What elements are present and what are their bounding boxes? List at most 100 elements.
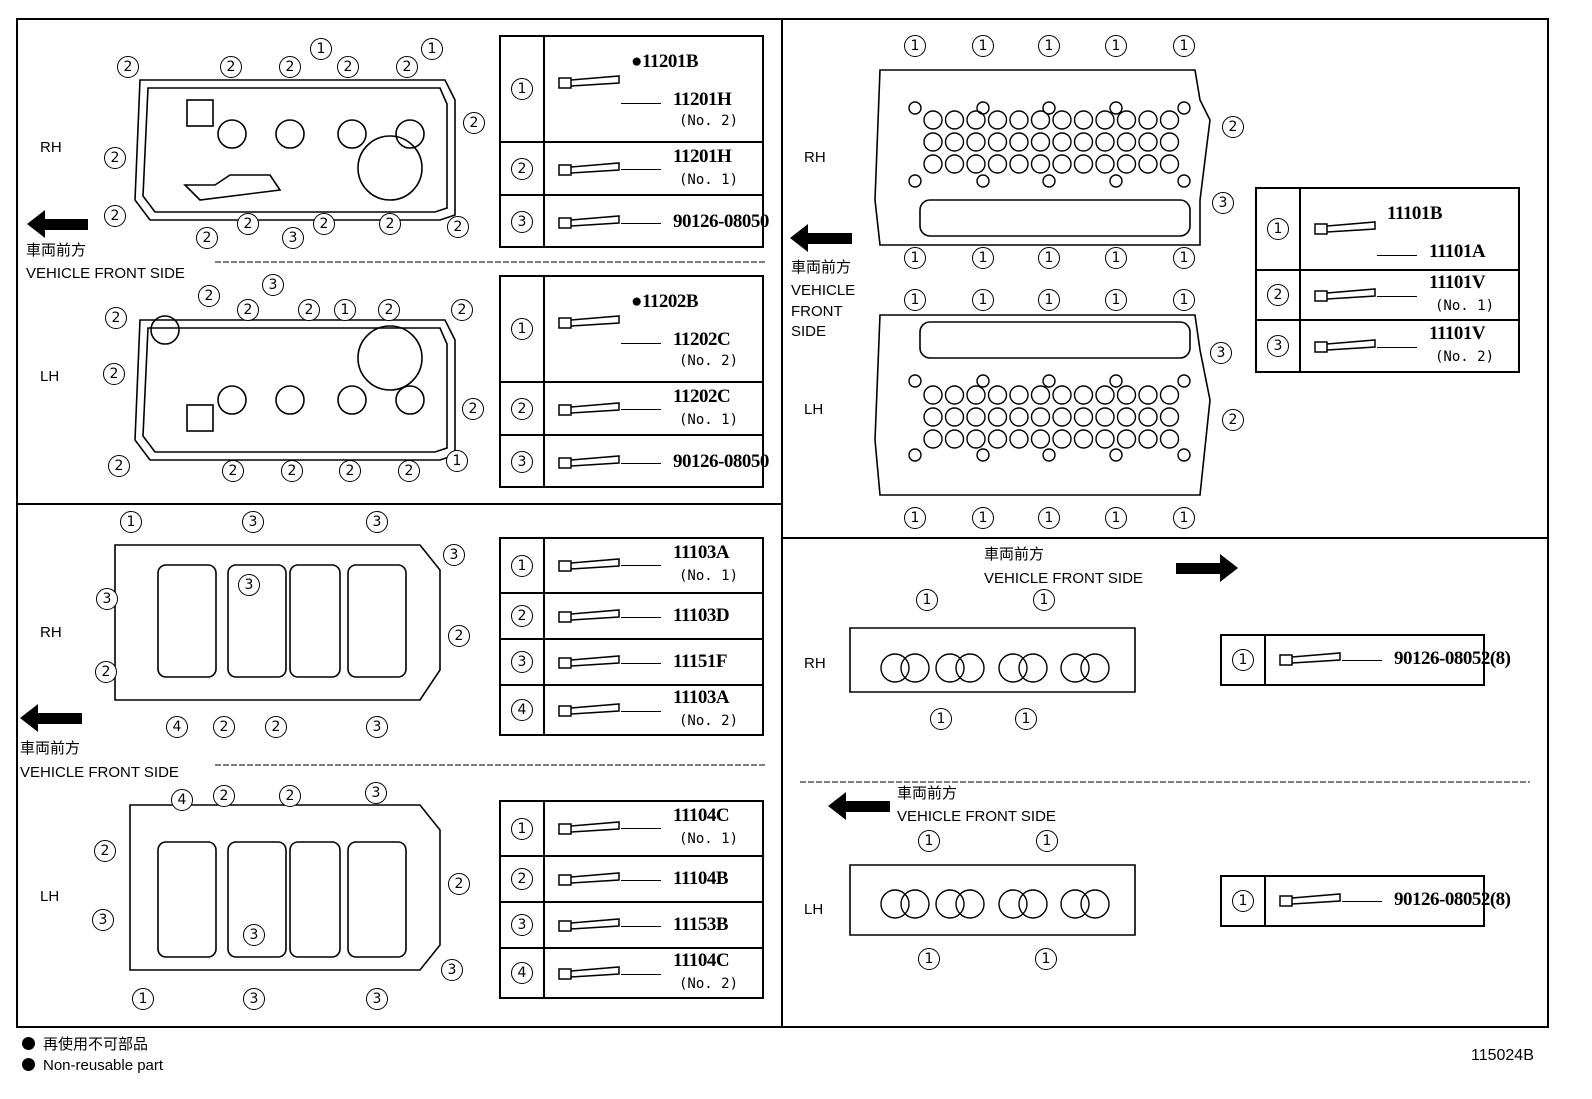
front-jp-plate: 車両前方 <box>20 740 81 757</box>
callout-number-icon: 3 <box>511 451 533 473</box>
part-number: 11101B <box>1387 203 1443 224</box>
divider-vertical <box>781 18 783 1028</box>
row-index-cell: 4 <box>501 949 545 997</box>
leader-line <box>621 974 661 975</box>
callout-number-icon: 1 <box>972 35 994 57</box>
part-number: 11202C <box>673 385 731 407</box>
callout-number-icon: 3 <box>366 511 388 533</box>
leader-line <box>621 617 661 618</box>
callout-number-icon: 3 <box>511 651 533 673</box>
callout-number-icon: 2 <box>104 147 126 169</box>
part-number: 90126-08052(8) <box>1394 648 1511 669</box>
part-variant: (No. 2) <box>679 976 739 992</box>
callout-number-icon: 2 <box>213 716 235 738</box>
front-jp-stud-rh: 車両前方 <box>984 546 1045 563</box>
head-rh-drawing <box>874 69 1211 246</box>
callout-number-icon: 1 <box>1105 247 1127 269</box>
leader-line <box>621 926 661 927</box>
callout-number-icon: 2 <box>196 227 218 249</box>
callout-number-icon: 1 <box>904 247 926 269</box>
callout-number-icon: 3 <box>441 959 463 981</box>
cover-lh-drawing <box>134 315 456 461</box>
callout-number-icon: 2 <box>396 56 418 78</box>
stud-rh-parts-table: 1 90126-08052(8) <box>1220 634 1511 686</box>
bolt-icon <box>558 402 620 416</box>
callout-number-icon: 2 <box>462 398 484 420</box>
callout-number-icon: 1 <box>1035 948 1057 970</box>
front-arrow-left-plate <box>20 704 82 732</box>
callout-number-icon: 2 <box>447 216 469 238</box>
callout-number-icon: 2 <box>279 785 301 807</box>
row-index-cell: 1 <box>501 37 545 141</box>
callout-number-icon: 2 <box>198 285 220 307</box>
front-en-stud-rh: VEHICLE FRONT SIDE <box>984 570 1143 587</box>
callout-number-icon: 1 <box>511 78 533 100</box>
callout-number-icon: 1 <box>132 988 154 1010</box>
callout-number-icon: 1 <box>120 511 142 533</box>
callout-number-icon: 2 <box>108 455 130 477</box>
callout-number-icon: 3 <box>366 988 388 1010</box>
leader-line <box>1377 296 1417 297</box>
row-index-cell: 1 <box>1222 636 1266 684</box>
part-number: 11103A <box>673 687 730 708</box>
row-index-cell: 2 <box>501 383 545 434</box>
callout-number-icon: 1 <box>1038 289 1060 311</box>
callout-number-icon: 1 <box>1232 649 1254 671</box>
part-number: 11153B <box>673 914 729 935</box>
callout-number-icon: 2 <box>1222 409 1244 431</box>
plate-lh-label: LH <box>40 888 60 905</box>
leader-line <box>621 565 661 566</box>
callout-number-icon: 1 <box>1173 247 1195 269</box>
parts-row: 4 11103A (No. 2) <box>501 684 762 734</box>
row-index-cell: 1 <box>501 802 545 855</box>
callout-number-icon: 1 <box>1036 830 1058 852</box>
row-index-cell: 3 <box>1257 321 1301 371</box>
stud-lh-label: LH <box>804 901 824 918</box>
callout-number-icon: 1 <box>511 554 533 577</box>
row-index-cell: 3 <box>501 196 545 248</box>
callout-number-icon: 2 <box>511 157 533 180</box>
bolt-icon <box>558 558 620 572</box>
row-index-cell: 1 <box>1257 189 1301 269</box>
callout-number-icon: 4 <box>166 716 188 738</box>
callout-number-icon: 2 <box>94 840 116 862</box>
figure-id: 115024B <box>1471 1047 1534 1064</box>
callout-number-icon: 2 <box>117 56 139 78</box>
bolt-icon <box>558 215 620 229</box>
callout-number-icon: 2 <box>95 661 117 683</box>
legend-jp: 再使用不可部品 <box>43 1036 149 1053</box>
divider-right-horizontal <box>782 537 1549 539</box>
callout-number-icon: 2 <box>265 716 287 738</box>
callout-number-icon: 1 <box>1038 35 1060 57</box>
callout-number-icon: 3 <box>1267 335 1289 357</box>
legend-en-row: Non-reusable part <box>22 1055 163 1076</box>
non-reusable-dot-icon <box>22 1058 35 1071</box>
leader-line <box>1342 901 1382 902</box>
bolt-icon <box>558 162 620 176</box>
bolt-icon <box>1314 221 1376 235</box>
callout-number-icon: 2 <box>279 56 301 78</box>
stud-lh-drawing <box>849 864 1136 936</box>
callout-number-icon: 4 <box>511 699 533 721</box>
callout-number-icon: 1 <box>972 507 994 529</box>
part-number: 11104B <box>673 868 729 889</box>
callout-number-icon: 2 <box>337 56 359 78</box>
callout-number-icon: 1 <box>1173 35 1195 57</box>
divider-left-horizontal <box>16 503 782 505</box>
bolt-icon <box>558 918 620 932</box>
part-variant: (No. 2) <box>679 353 739 369</box>
callout-number-icon: 3 <box>365 782 387 804</box>
part-number-secondary: 11202C <box>673 329 731 350</box>
part-number: 11151F <box>673 651 728 672</box>
part-variant: (No. 2) <box>679 713 739 729</box>
part-number: 11103A <box>673 541 730 563</box>
front-arrow-right-stud <box>1176 554 1238 582</box>
callout-number-icon: 2 <box>237 213 259 235</box>
row-index-cell: 2 <box>1257 271 1301 319</box>
callout-number-icon: 1 <box>904 289 926 311</box>
